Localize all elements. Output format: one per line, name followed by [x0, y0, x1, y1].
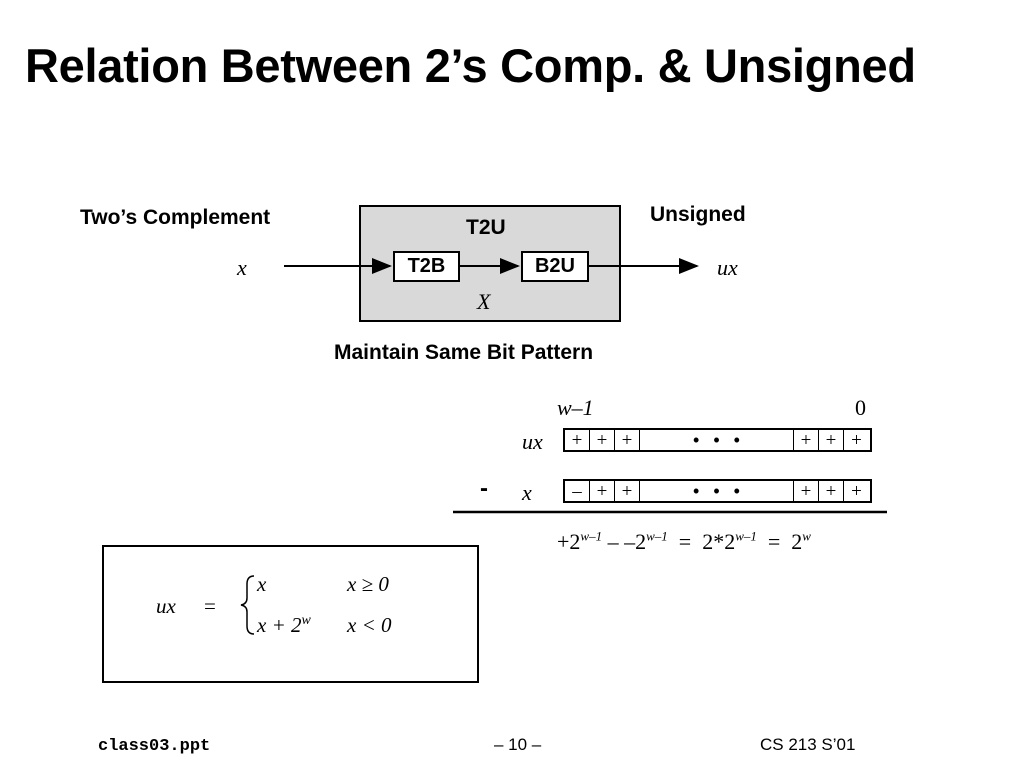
- equals-sign: =: [767, 529, 781, 554]
- case1-expression: x: [257, 572, 267, 596]
- row-ux-label: ux: [522, 429, 543, 454]
- exponent: w–1: [646, 528, 668, 544]
- bit-cell: +: [851, 481, 862, 502]
- twos-complement-label: Two’s Complement: [80, 206, 271, 229]
- equals-sign: =: [678, 529, 692, 554]
- bit-cell: +: [819, 430, 844, 451]
- row-x-label: x: [522, 480, 532, 505]
- ellipsis-dots: •••: [640, 430, 794, 450]
- unsigned-label: Unsigned: [650, 203, 746, 226]
- b2u-block: B2U: [521, 251, 589, 282]
- term-2-times-2: 2*2: [702, 529, 736, 554]
- footer-page-number: – 10 –: [494, 735, 542, 754]
- bit-cell: +: [794, 481, 819, 502]
- footer-filename: class03.ppt: [98, 737, 211, 756]
- formula-box: [102, 545, 479, 683]
- exponent: w–1: [580, 528, 603, 544]
- bit-pattern-var: X: [477, 289, 491, 314]
- page-title: Relation Between 2’s Comp. & Unsigned: [25, 39, 916, 92]
- bit-cell: +: [851, 430, 862, 451]
- t2b-block: T2B: [393, 251, 460, 282]
- msb-index-label: w–1: [557, 395, 594, 420]
- term-plus-2: +2: [557, 529, 581, 554]
- minus-operator: –: [607, 529, 619, 554]
- output-var-ux: ux: [717, 255, 738, 280]
- case1-condition: x ≥ 0: [347, 572, 389, 596]
- term-minus-2: –2: [624, 529, 647, 554]
- case-brace: [240, 575, 255, 635]
- bit-cell: +: [615, 481, 640, 502]
- formula-equals: =: [204, 594, 216, 618]
- footer-course: CS 213 S’01: [760, 735, 856, 754]
- x-bit-row: – + + ••• + + +: [563, 479, 872, 503]
- exponent: w–1: [735, 528, 757, 544]
- ux-bit-row: + + + ••• + + +: [563, 428, 872, 452]
- case2-expression: x + 2w: [257, 613, 311, 637]
- bit-cell: +: [590, 430, 615, 451]
- bit-cell: +: [565, 430, 590, 451]
- diagram-caption: Maintain Same Bit Pattern: [334, 341, 594, 364]
- ellipsis-dots: •••: [640, 481, 794, 501]
- bit-cell: +: [590, 481, 615, 502]
- case2-condition: x < 0: [347, 613, 392, 637]
- bit-cell: +: [819, 481, 844, 502]
- formula-lhs: ux: [156, 594, 176, 618]
- t2u-label: T2U: [466, 216, 506, 239]
- bit-cell: –: [565, 481, 590, 502]
- bit-cell: +: [794, 430, 819, 451]
- lsb-index-label: 0: [855, 395, 866, 420]
- term-2-pow-w: 2: [791, 529, 803, 554]
- difference-equation: +2w–1 – –2w–1 = 2*2w–1 = 2w: [557, 529, 811, 555]
- minus-sign: -: [480, 475, 488, 502]
- input-var-x: x: [237, 255, 247, 280]
- exponent: w: [802, 528, 811, 544]
- bit-cell: +: [615, 430, 640, 451]
